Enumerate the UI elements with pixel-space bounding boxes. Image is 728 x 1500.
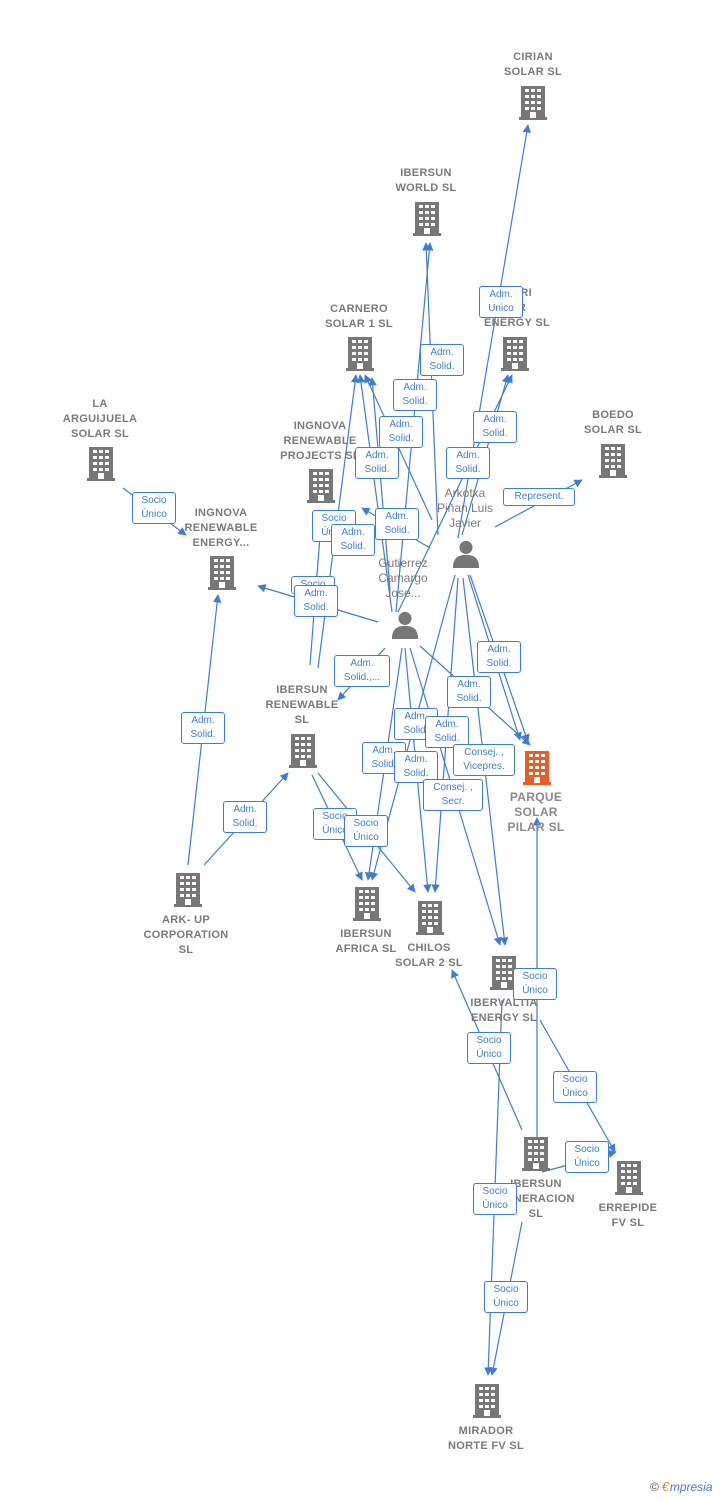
- edge-label: Represent.: [503, 488, 575, 506]
- edge-label: Socio Único: [553, 1071, 597, 1103]
- person-icon: [391, 611, 419, 639]
- edge-label: Adm. Solid.: [447, 676, 491, 708]
- building-icon: [599, 444, 627, 478]
- building-icon: [413, 202, 441, 236]
- node-ibervalia[interactable]: IBERVALTIA ENERGY SL: [470, 997, 538, 1024]
- edge-label: Adm. Solid.: [331, 524, 375, 556]
- edge-label: Adm. Unico: [479, 286, 523, 318]
- building-icon: [519, 86, 547, 120]
- edge-label: Adm. Solid.: [420, 344, 464, 376]
- building-icon: [522, 1137, 550, 1171]
- node-chilos[interactable]: CHILOS SOLAR 2 SL: [395, 942, 463, 969]
- edge-label: Consej. , Vicepres.: [453, 744, 515, 776]
- edge-label: Socio Único: [473, 1183, 517, 1215]
- person-arkotxa[interactable]: Arkotxa Piñan Luis Javier: [436, 486, 494, 530]
- edge: [368, 377, 391, 591]
- building-icon: [523, 751, 551, 785]
- node-cirian[interactable]: CIRIAN SOLAR SL: [503, 51, 562, 78]
- edge-label: Socio Único: [565, 1141, 609, 1173]
- edge-label: Adm. Solid.: [181, 712, 225, 744]
- building-icon: [615, 1161, 643, 1195]
- node-ingnova-energy[interactable]: INGNOVA RENEWABLE ENERGY...: [184, 507, 258, 549]
- node-ibersun-renewable[interactable]: IBERSUN RENEWABLE SL: [265, 684, 339, 726]
- edge-label: Adm. Solid.: [394, 751, 438, 783]
- building-icon: [289, 734, 317, 768]
- brand-rest: mpresia: [669, 1480, 713, 1494]
- node-ark-up[interactable]: ARK- UP CORPORATION SL: [143, 914, 229, 956]
- building-icon: [473, 1384, 501, 1418]
- building-icon: [174, 873, 202, 907]
- empresia-logo[interactable]: © €mpresia: [650, 1480, 713, 1494]
- building-icon: [87, 447, 115, 481]
- building-icon: [208, 556, 236, 590]
- edge-label: Adm. Solid.: [355, 447, 399, 479]
- edge-label: Adm. Solid.: [425, 716, 469, 748]
- edge-label: Socio Único: [344, 815, 388, 847]
- edge-label: Adm. Solid.: [223, 801, 267, 833]
- edge-label: Adm. Solid.,...: [334, 655, 390, 687]
- edge-label: Socio Único: [484, 1281, 528, 1313]
- copyright-symbol: ©: [650, 1480, 659, 1494]
- edge-label: Socio Único: [467, 1032, 511, 1064]
- edge-label: Adm. Solid.: [477, 641, 521, 673]
- edge-label: Adm. Solid.: [473, 411, 517, 443]
- edge-label: Adm. Solid.: [393, 379, 437, 411]
- node-ibersun-africa[interactable]: IBERSUN AFRICA SL: [335, 928, 397, 955]
- edge-label: Socio Único: [513, 968, 557, 1000]
- edge-label: Adm. Solid.: [379, 416, 423, 448]
- node-ingnova-projects[interactable]: INGNOVA RENEWABLE PROJECTS SL: [280, 420, 360, 462]
- edge-label: Consej. , Secr.: [423, 779, 483, 811]
- node-parque-focus[interactable]: PARQUE SOLAR PILAR SL: [507, 790, 565, 834]
- edge-label: Adm. Solid.: [294, 585, 338, 617]
- edge-label: Adm. Solid.: [375, 508, 419, 540]
- building-icon: [501, 337, 529, 371]
- building-icon: [353, 887, 381, 921]
- brand-e: €: [662, 1480, 670, 1494]
- edge-label: Adm. Solid.: [446, 447, 490, 479]
- node-errepide[interactable]: ERREPIDE FV SL: [598, 1202, 658, 1229]
- edge-label: Socio Único: [132, 492, 176, 524]
- node-carnero[interactable]: CARNERO SOLAR 1 SL: [325, 303, 393, 330]
- building-icon: [307, 469, 335, 503]
- node-mirador[interactable]: MIRADOR NORTE FV SL: [447, 1425, 525, 1452]
- edge: [356, 374, 393, 613]
- building-icon: [346, 337, 374, 371]
- person-gutierrez[interactable]: Gutierrez Camargo Jose...: [378, 556, 428, 600]
- node-boedo[interactable]: BOEDO SOLAR SL: [583, 409, 642, 436]
- node-arguijuela[interactable]: LA ARGUIJUELA SOLAR SL: [62, 398, 138, 440]
- node-ibersun-world[interactable]: IBERSUN WORLD SL: [395, 167, 457, 194]
